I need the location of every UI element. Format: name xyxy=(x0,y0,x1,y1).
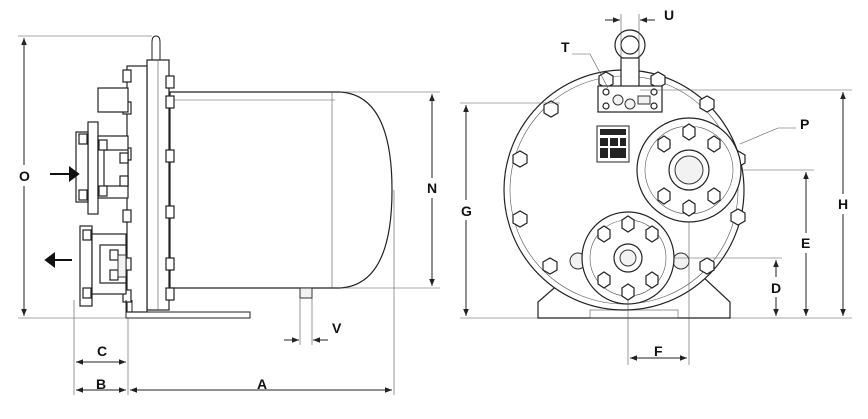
dim-label-D: D xyxy=(771,280,781,296)
dim-label-C: C xyxy=(97,343,107,359)
drain-plug xyxy=(299,287,313,299)
dim-label-F: F xyxy=(654,343,663,359)
dim-label-P: P xyxy=(800,116,809,132)
lower-flange xyxy=(581,211,675,305)
front-view xyxy=(503,29,746,319)
lifting-eye-stem xyxy=(620,57,640,89)
pump-body-cylinder xyxy=(169,91,393,289)
dim-label-N: N xyxy=(427,180,437,196)
side-view xyxy=(44,35,393,319)
side-view-dimensions: O N V C B A xyxy=(18,35,440,395)
dim-label-O: O xyxy=(19,168,30,184)
dim-label-B: B xyxy=(96,376,106,392)
dim-label-T: T xyxy=(561,39,570,55)
valve-block xyxy=(97,87,129,113)
dim-label-V: V xyxy=(332,320,342,336)
outlet-connection xyxy=(79,225,127,307)
mounting-foot xyxy=(125,300,251,319)
upper-flange xyxy=(636,117,742,223)
front-view-dimensions: U T P G H E D F xyxy=(460,7,852,365)
inlet-connection xyxy=(75,121,129,215)
inlet-arrow-icon xyxy=(50,166,80,182)
lifting-eye-side xyxy=(151,35,161,60)
nameplate xyxy=(596,125,630,163)
dim-label-E: E xyxy=(801,235,810,251)
dim-label-G: G xyxy=(461,203,472,219)
dim-label-A: A xyxy=(257,376,267,392)
perimeter-bolts xyxy=(512,71,746,275)
dim-label-H: H xyxy=(838,196,848,212)
outlet-arrow-icon xyxy=(44,252,72,268)
dim-label-U: U xyxy=(664,7,674,23)
